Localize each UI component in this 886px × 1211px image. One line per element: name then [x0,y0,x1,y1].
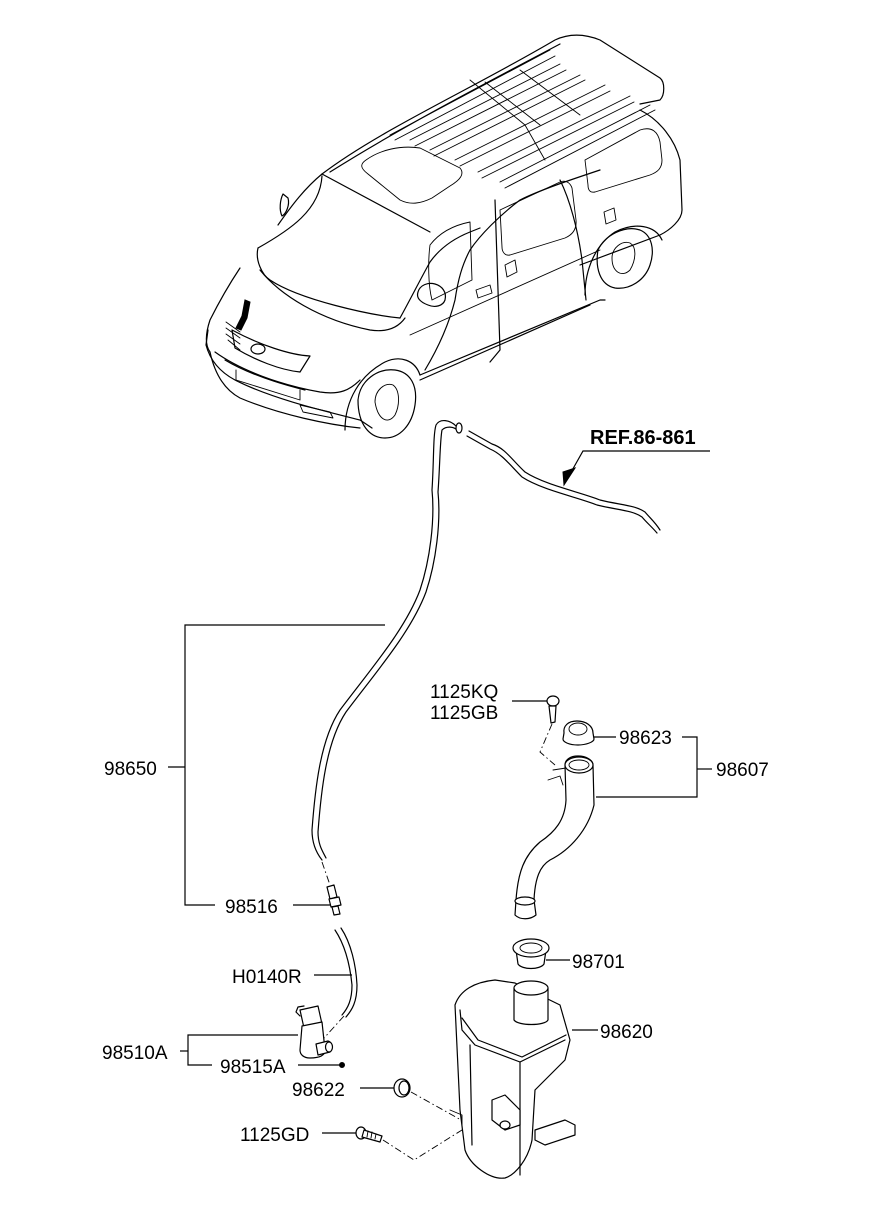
callout-labels: 1125KQ 1125GB 98623 98607 98650 98516 98… [102,682,769,1146]
ref-hose: REF.86-861 [466,427,710,534]
label-98622: 98622 [292,1080,345,1101]
label-98510A: 98510A [102,1043,168,1064]
reference-label: REF.86-861 [590,427,696,449]
label-98620: 98620 [600,1022,653,1043]
leader-lines [168,624,712,1134]
washer-pump [295,1005,345,1068]
label-98607: 98607 [716,760,769,781]
label-98650: 98650 [104,759,157,780]
label-1125KQ: 1125KQ [430,682,498,703]
van-illustration [205,34,683,439]
label-98515A: 98515A [220,1057,286,1078]
pump-grommet [393,1078,471,1126]
washer-reservoir [450,980,576,1179]
label-1125GB: 1125GB [430,703,498,724]
label-98623: 98623 [619,728,672,749]
washer-hose-assy [311,420,463,1049]
label-1125GD: 1125GD [240,1125,309,1146]
lower-bolt [355,1124,471,1161]
filler-neck [514,695,595,920]
label-98516: 98516 [225,897,278,918]
label-H0140R: H0140R [232,967,302,988]
neck-grommet [512,938,550,970]
label-98701: 98701 [572,952,625,973]
